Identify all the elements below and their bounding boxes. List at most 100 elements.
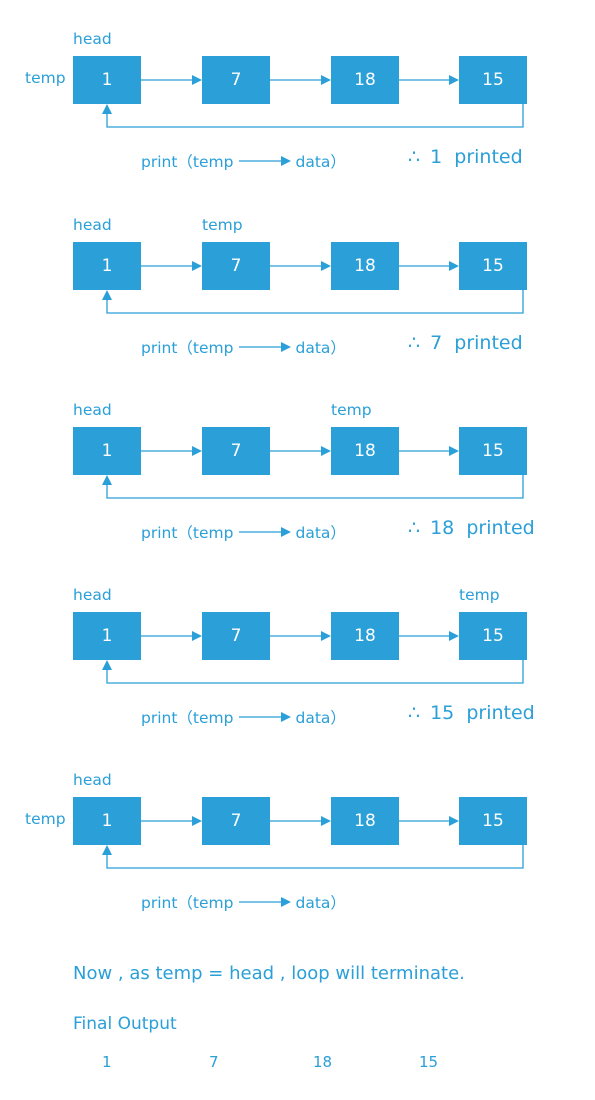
arrow-operator-icon [239,712,292,722]
list-node: 7 [202,427,270,475]
termination-note: Now , as temp = head , loop will termina… [73,963,465,984]
printed-result-text: 7 printed [430,332,523,354]
list-node: 7 [202,612,270,660]
print-expression-prefix: print（temp [141,524,234,542]
list-node: 18 [331,56,399,104]
print-expression-prefix: print（temp [141,709,234,727]
final-output-value: 18 [313,1053,333,1071]
next-pointer-arrowhead [192,75,202,85]
arrow-operator-head [281,527,292,537]
arrow-operator-icon [239,156,292,166]
temp-pointer-label: temp [459,586,500,604]
therefore-symbol: ∴ [408,517,421,539]
circular-back-link-arrowhead [102,290,112,300]
head-pointer-label: head [73,401,112,419]
print-expression-suffix: data） [295,894,346,912]
arrow-operator-head [281,156,292,166]
next-pointer-arrowhead [192,816,202,826]
list-node: 1 [73,427,141,475]
node-links [102,631,524,684]
list-node: 7 [202,242,270,290]
print-expression-suffix: data） [295,709,346,727]
therefore-symbol: ∴ [408,702,421,724]
head-pointer-label: head [73,30,112,48]
therefore-symbol: ∴ [408,146,421,168]
circular-back-link [106,845,524,869]
printed-result: ∴ 18 printed [408,517,535,539]
node-links [102,446,524,499]
next-pointer-arrowhead [449,75,459,85]
list-node: 15 [459,242,527,290]
list-node: 7 [202,56,270,104]
list-node: 18 [331,797,399,845]
final-output-value: 15 [419,1053,439,1071]
arrow-operator-head [281,712,292,722]
print-expression-prefix: print（temp [141,339,234,357]
print-expression: print（temp data） [141,891,346,913]
list-node: 15 [459,56,527,104]
final-output-title: Final Output [73,1014,177,1034]
arrow-operator-icon [239,527,292,537]
next-pointer-arrowhead [321,816,331,826]
list-node: 15 [459,427,527,475]
next-pointer-arrowhead [192,631,202,641]
printed-result-text: 1 printed [430,146,523,168]
arrow-operator-icon [239,897,292,907]
print-expression: print（temp data） [141,706,346,728]
circular-back-link [106,104,524,128]
next-pointer-arrowhead [449,631,459,641]
list-node: 15 [459,612,527,660]
printed-result: ∴ 7 printed [408,332,523,354]
next-pointer-arrowhead [321,446,331,456]
node-links [102,75,524,128]
list-node: 18 [331,427,399,475]
circular-back-link-arrowhead [102,104,112,114]
list-node: 1 [73,797,141,845]
final-output-value: 7 [209,1053,219,1071]
list-node: 18 [331,612,399,660]
next-pointer-arrowhead [449,816,459,826]
printed-result: ∴ 15 printed [408,702,535,724]
arrow-operator-head [281,342,292,352]
arrow-operator-head [281,897,292,907]
list-node: 1 [73,242,141,290]
next-pointer-arrowhead [449,446,459,456]
traversal-step: 1 7 18 15 head temp print（temp data） ∴ 18 printed [0,401,595,567]
next-pointer-arrowhead [321,75,331,85]
node-links [102,261,524,314]
print-expression: print（temp data） [141,521,346,543]
temp-pointer-label: temp [331,401,372,419]
printed-result-text: 15 printed [430,702,535,724]
next-pointer-arrowhead [321,261,331,271]
list-node: 1 [73,56,141,104]
final-output-value: 1 [102,1053,112,1071]
circular-back-link-arrowhead [102,475,112,485]
head-pointer-label: head [73,216,112,234]
list-node: 7 [202,797,270,845]
list-node: 18 [331,242,399,290]
list-node: 1 [73,612,141,660]
temp-pointer-label: temp [202,216,243,234]
next-pointer-arrowhead [192,261,202,271]
print-expression-prefix: print（temp [141,153,234,171]
list-node: 15 [459,797,527,845]
print-expression-suffix: data） [295,524,346,542]
arrow-operator-icon [239,342,292,352]
printed-result: ∴ 1 printed [408,146,523,168]
printed-result-text: 18 printed [430,517,535,539]
node-links [102,816,524,869]
circular-back-link-arrowhead [102,660,112,670]
temp-pointer-label: temp [25,810,66,828]
circular-back-link [106,475,524,499]
head-pointer-label: head [73,771,112,789]
circular-back-link [106,290,524,314]
print-expression-prefix: print（temp [141,894,234,912]
next-pointer-arrowhead [449,261,459,271]
next-pointer-arrowhead [192,446,202,456]
therefore-symbol: ∴ [408,332,421,354]
next-pointer-arrowhead [321,631,331,641]
